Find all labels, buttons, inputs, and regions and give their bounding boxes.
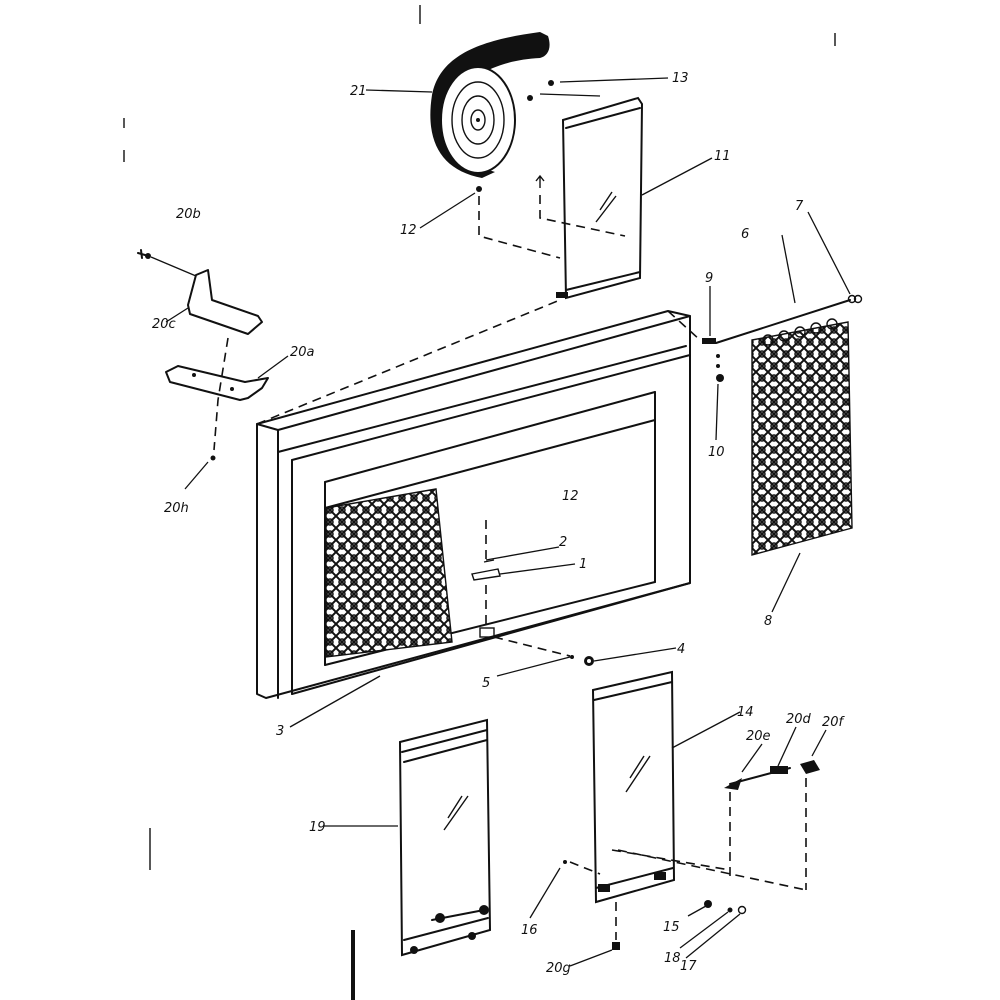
label-14: 14 [737,705,754,720]
label-7: 7 [795,199,804,214]
label-12-mid: 12 [562,489,579,504]
label-21: 21 [350,84,367,99]
main-frame-part-3 [256,310,691,699]
label-13: 13 [672,71,689,86]
mounting-brackets [137,249,269,461]
hardware-parts-9-10 [702,338,724,382]
label-19: 19 [309,820,326,835]
mesh-screen-part-8 [751,318,853,556]
label-20c: 20c [152,317,176,332]
label-1: 1 [579,557,587,572]
label-11: 11 [714,149,731,164]
part-labels: 21 13 11 12 20b 20c 20a 20h 7 6 9 10 12 … [152,71,846,976]
label-20f: 20f [822,715,846,730]
hinge-parts-20d-20e-20f [611,760,820,891]
label-16: 16 [521,923,538,938]
knob-parts-4-5 [570,655,594,666]
glass-door-part-14 [591,670,676,904]
assembly-lines-frame [256,299,701,657]
scan-marks [123,5,836,1000]
label-12-top: 12 [400,223,417,238]
label-20d: 20d [786,712,812,727]
small-hardware-lower [563,860,747,950]
glass-door-part-19 [398,718,492,957]
blower-wheel-part-21 [430,32,550,178]
label-5: 5 [482,676,490,691]
label-8: 8 [764,614,772,629]
label-4: 4 [677,642,685,657]
label-2: 2 [559,535,567,550]
label-10: 10 [708,445,725,460]
label-20h: 20h [164,501,189,516]
label-17: 17 [680,959,697,974]
label-20a: 20a [290,345,315,360]
label-9: 9 [705,271,713,286]
assembly-lines-top [478,195,626,259]
label-3: 3 [276,724,284,739]
curtain-rod-part-6-7 [715,294,863,344]
label-18: 18 [664,951,681,966]
label-6: 6 [741,227,749,242]
label-20e: 20e [746,729,771,744]
glass-panel-part-11 [556,96,644,300]
leader-lines [165,77,851,967]
label-20g: 20g [546,961,571,976]
label-15: 15 [663,920,680,935]
small-screws-top [476,80,554,192]
label-20b: 20b [176,207,201,222]
